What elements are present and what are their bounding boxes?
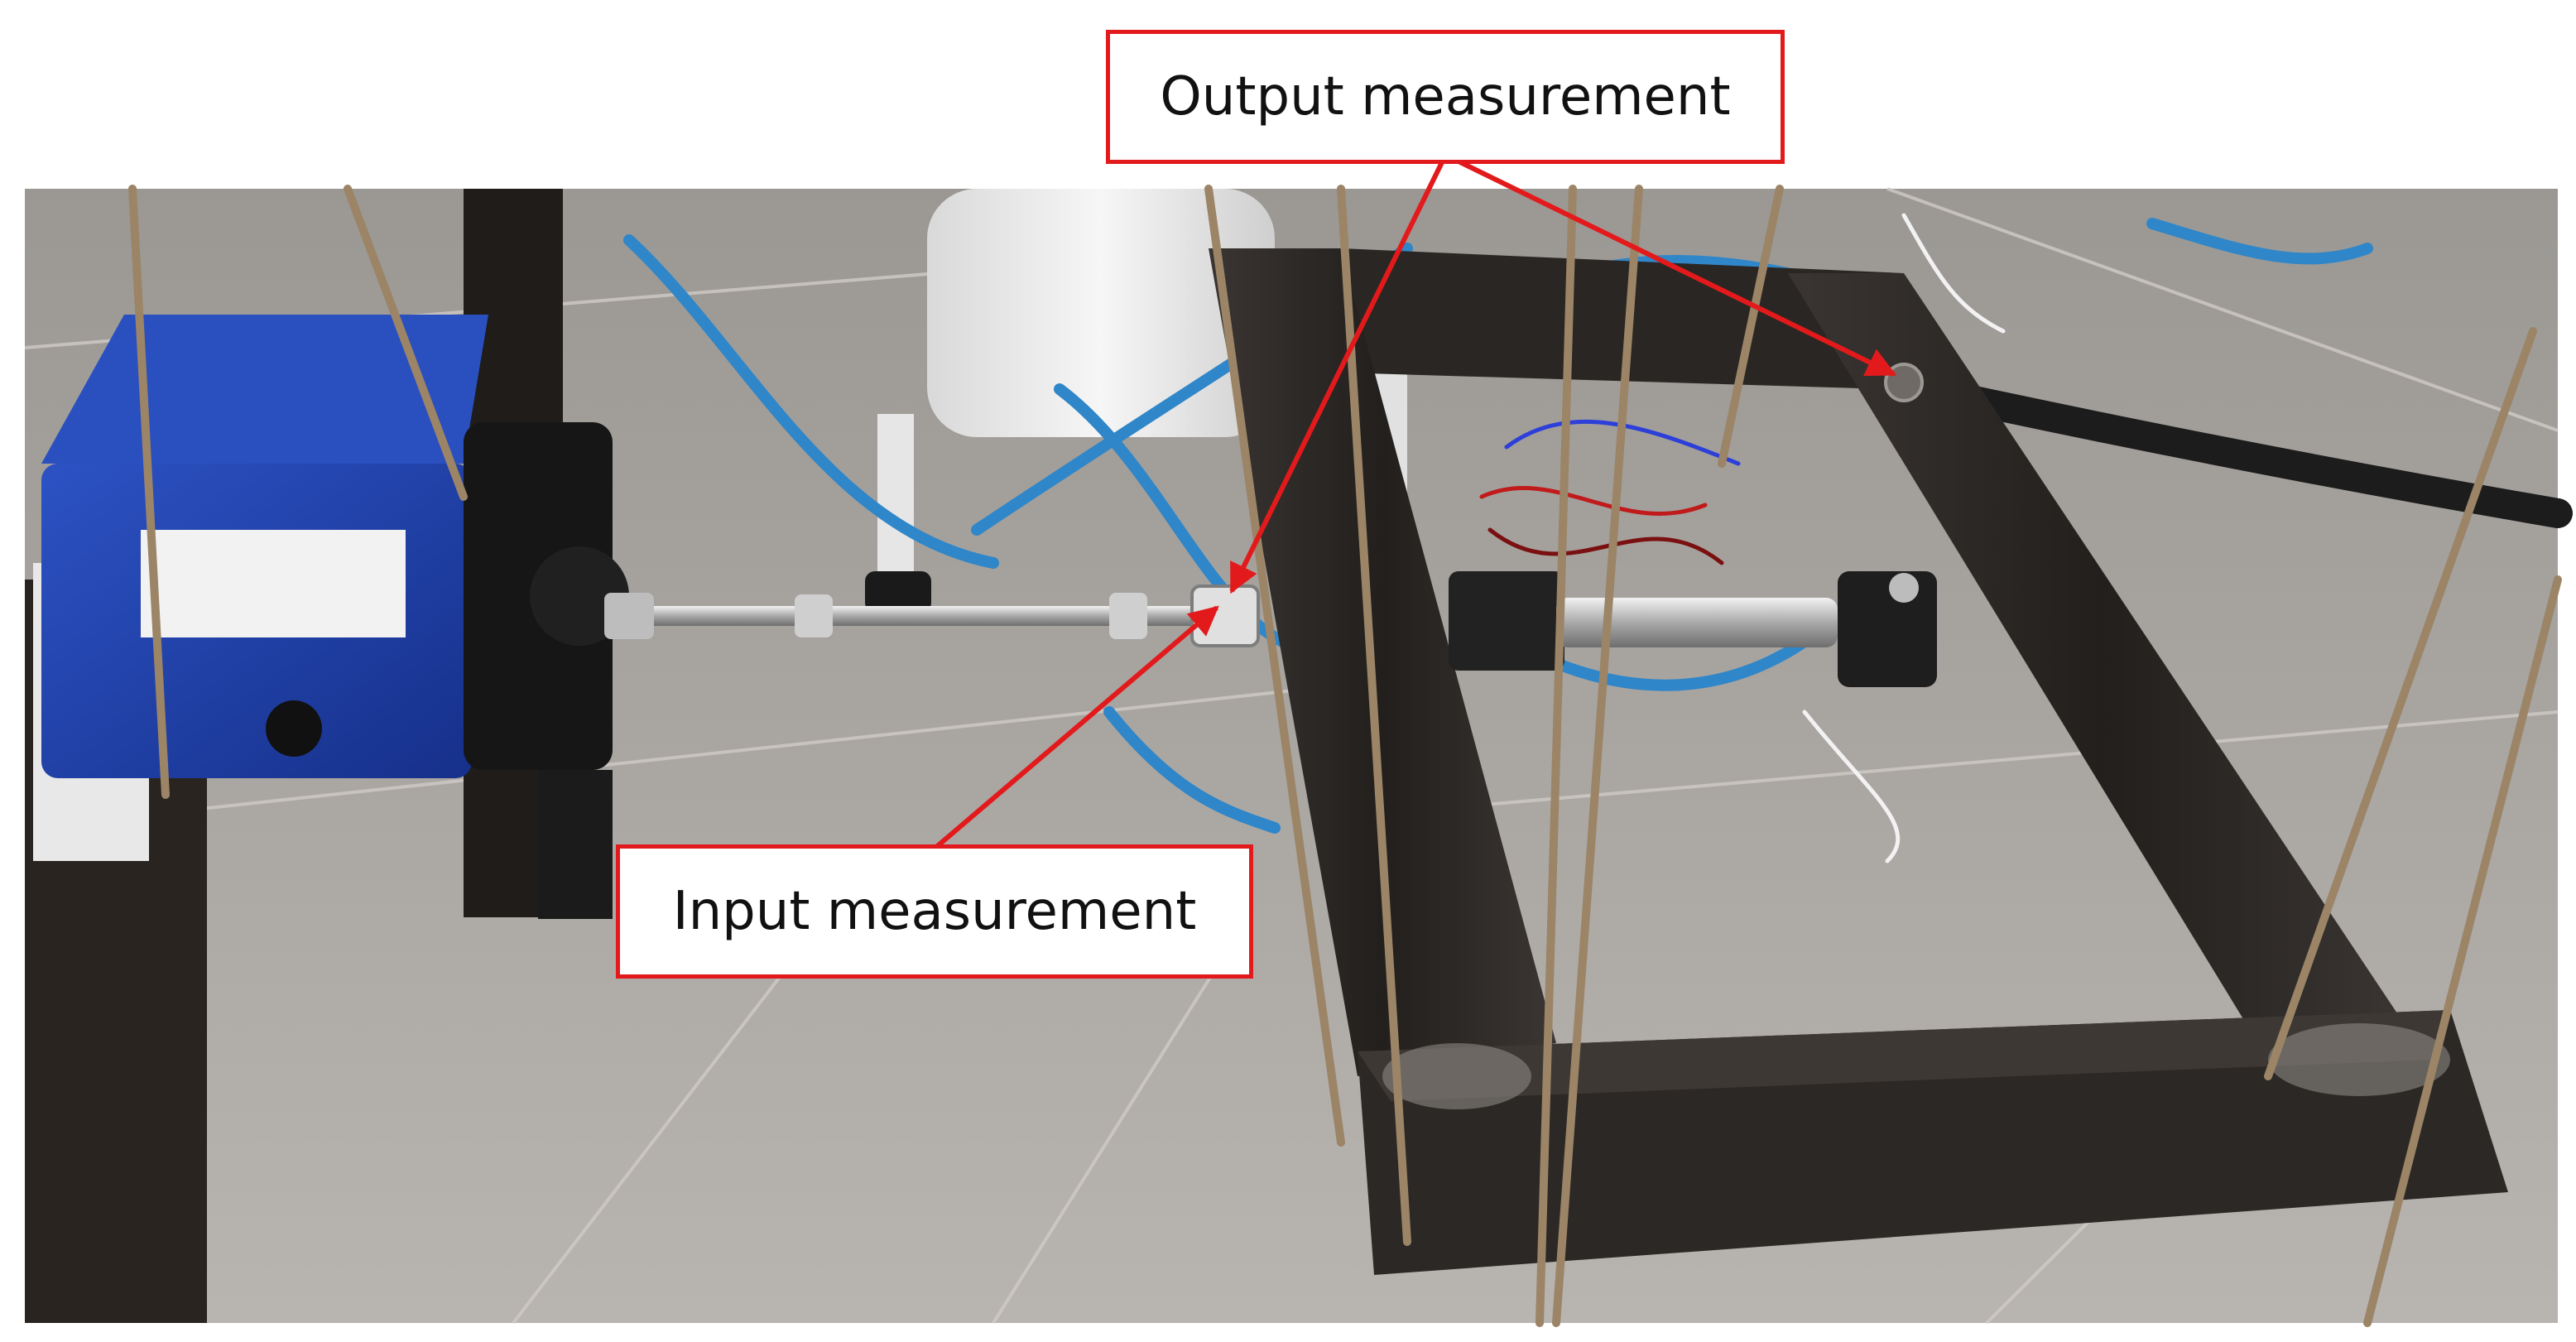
stinger-nut-2 <box>795 594 833 637</box>
frame-right-beam <box>1788 273 2417 1060</box>
suspension-ropes <box>128 185 2562 1327</box>
shaker-stand <box>538 770 613 919</box>
steel-frame <box>1209 248 2508 1275</box>
frame-left-beam <box>1209 248 1556 1076</box>
cylinder-end <box>1838 571 1937 687</box>
pneumatic-cylinder <box>1449 571 1937 687</box>
cylinder-mount <box>1449 571 1564 671</box>
output-measurement-text: Output measurement <box>1160 66 1731 127</box>
photo-area <box>24 185 2573 1327</box>
shaker-top-face <box>41 315 488 464</box>
weld-mark-right <box>2268 1023 2450 1096</box>
input-measurement-text: Input measurement <box>672 881 1197 942</box>
black-hose <box>1906 374 2573 528</box>
shaker-label-plate <box>141 530 406 637</box>
stinger-rod-body <box>604 606 1233 626</box>
force-sensor <box>1190 584 1260 647</box>
weld-mark-left <box>1382 1043 1531 1109</box>
stinger-rod <box>604 584 1260 647</box>
arrow-output-to-accelerometer <box>1452 156 1897 377</box>
stinger-nut-3 <box>1109 593 1147 639</box>
compressor-tank <box>927 189 1275 437</box>
thin-wires <box>1479 213 2006 863</box>
frame-front-beam-top <box>1358 1010 2450 1101</box>
accelerometer <box>1884 363 1924 402</box>
input-measurement-label: Input measurement <box>616 844 1253 979</box>
arrow-output-to-sensor <box>1229 157 1446 594</box>
tank-foot-left <box>865 571 931 613</box>
output-measurement-label: Output measurement <box>1106 30 1785 164</box>
annotation-arrows <box>934 156 1897 850</box>
arrow-input-to-sensor <box>934 605 1219 850</box>
cylinder-barrel <box>1556 598 1838 647</box>
stinger-nut-1 <box>604 593 654 639</box>
cylinder-bolt <box>1889 573 1919 603</box>
shaker-knob <box>266 700 322 757</box>
